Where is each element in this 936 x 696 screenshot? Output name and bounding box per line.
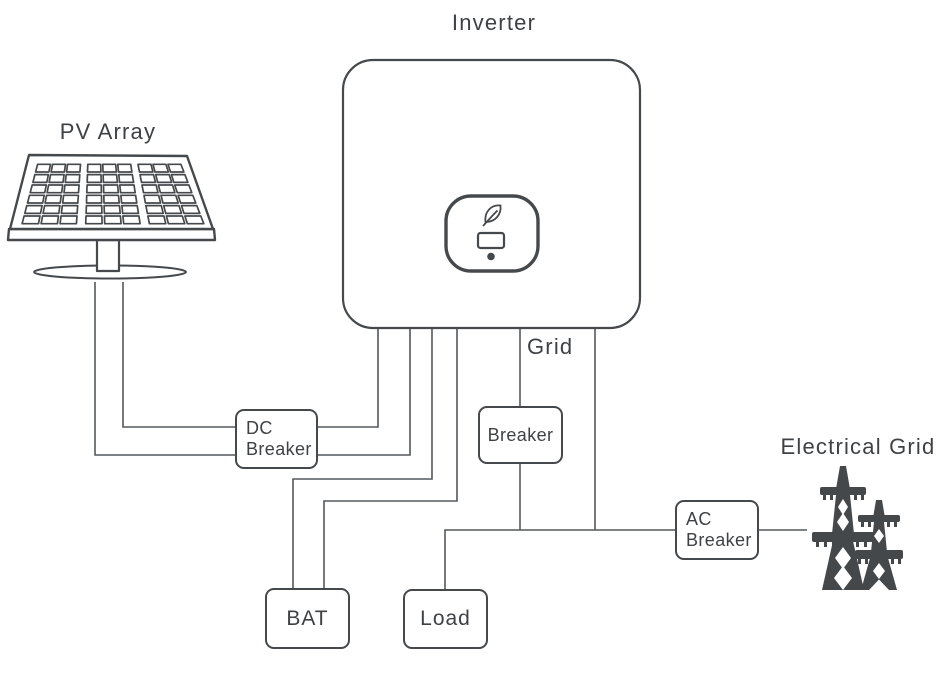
- pv-cell: [118, 184, 137, 194]
- pv-cell: [117, 173, 135, 184]
- pv-stand-post: [95, 238, 121, 273]
- pv-cell: [167, 163, 185, 173]
- pv-cell: [23, 204, 43, 215]
- pv-cell: [152, 163, 170, 173]
- pv-cell: [170, 173, 189, 184]
- dc-breaker-label-line2: Breaker: [246, 439, 312, 459]
- pv-cell: [63, 184, 80, 194]
- pv-cell: [26, 194, 46, 204]
- pv-cell: [121, 204, 140, 215]
- pv-cell: [180, 204, 201, 215]
- pv-cell: [145, 204, 165, 215]
- pv-panel-cells: [21, 163, 205, 225]
- inverter-indicator-led: [487, 252, 495, 261]
- pv-cell: [59, 215, 78, 225]
- inverter-label: Inverter: [451, 10, 537, 35]
- ac-breaker-label-line1: AC: [686, 509, 712, 529]
- pv-cell: [143, 194, 162, 204]
- pv-cell: [184, 215, 205, 225]
- wire-pv-to-dc-breaker-2: [122, 282, 235, 428]
- pv-cell: [103, 215, 122, 225]
- pv-cell: [162, 204, 183, 215]
- pv-cell: [42, 204, 61, 215]
- pv-panel-frame-strip: [6, 227, 217, 242]
- leaf-icon: [484, 204, 502, 224]
- wire-dc-breaker-to-inverter-2: [318, 328, 411, 456]
- pv-cell: [103, 204, 122, 215]
- battery-label: BAT: [286, 606, 329, 630]
- pv-cell: [85, 194, 103, 204]
- pv-cell: [65, 163, 82, 173]
- pv-cell: [165, 215, 186, 225]
- inverter-display-screen: [476, 231, 506, 250]
- pv-cell: [86, 163, 102, 173]
- wire-inverter-to-battery-2: [323, 328, 458, 588]
- wire-inverter-to-battery-1: [292, 328, 433, 588]
- pv-cell: [44, 194, 63, 204]
- battery-box: BAT: [265, 588, 350, 649]
- pv-cell: [40, 215, 60, 225]
- pv-cell: [50, 163, 67, 173]
- pv-cell: [116, 163, 133, 173]
- pv-cell: [85, 204, 103, 215]
- tower-large: [812, 466, 874, 590]
- pv-cell: [120, 194, 138, 204]
- tower-small: [855, 500, 903, 590]
- transmission-towers-icon: [812, 466, 903, 590]
- wires: [94, 282, 807, 589]
- pv-cell: [34, 163, 52, 173]
- ac-breaker-box: AC Breaker: [675, 500, 759, 560]
- pv-cell: [157, 184, 176, 194]
- ac-breaker-label-line2: Breaker: [686, 530, 752, 550]
- dc-breaker-label-line1: DC: [246, 418, 273, 438]
- wire-bus-to-load-and-ac-breaker: [444, 529, 675, 589]
- pv-cell: [21, 215, 41, 225]
- pv-cell: [102, 184, 120, 194]
- dc-breaker-box: DC Breaker: [235, 409, 318, 469]
- pv-cell: [102, 194, 121, 204]
- pv-cell: [173, 184, 193, 194]
- leaf-stem: [482, 209, 499, 227]
- grid-breaker-label: Breaker: [487, 424, 554, 445]
- wire-dc-breaker-to-inverter-1: [318, 328, 379, 428]
- pv-cell: [61, 194, 80, 204]
- pv-array-icon: [6, 153, 217, 280]
- pv-cell: [46, 184, 64, 194]
- pv-cell: [147, 215, 167, 225]
- pv-cell: [84, 215, 103, 225]
- inverter-icon: [341, 58, 642, 330]
- pv-cell: [48, 173, 65, 184]
- pv-cell: [141, 184, 159, 194]
- pv-cell: [177, 194, 197, 204]
- pv-cell: [154, 173, 173, 184]
- inverter-body: [341, 58, 642, 330]
- pv-cell: [60, 204, 79, 215]
- pv-cell: [139, 173, 157, 184]
- pv-cell: [160, 194, 180, 204]
- load-label: Load: [420, 607, 471, 630]
- wire-pv-to-dc-breaker-1: [94, 282, 235, 456]
- pv-cell: [32, 173, 50, 184]
- pv-cell: [64, 173, 81, 184]
- pv-cell: [101, 163, 118, 173]
- pv-cell: [86, 173, 103, 184]
- electrical-grid-label: Electrical Grid: [780, 434, 936, 459]
- pv-cell: [102, 173, 119, 184]
- pv-array-label: PV Array: [59, 119, 157, 144]
- grid-breaker-box: Breaker: [478, 406, 563, 464]
- grid-label: Grid: [527, 334, 574, 359]
- load-box: Load: [403, 589, 488, 649]
- pv-cell: [122, 215, 141, 225]
- pv-cell: [29, 184, 48, 194]
- pv-cell: [137, 163, 154, 173]
- pv-cell: [85, 184, 103, 194]
